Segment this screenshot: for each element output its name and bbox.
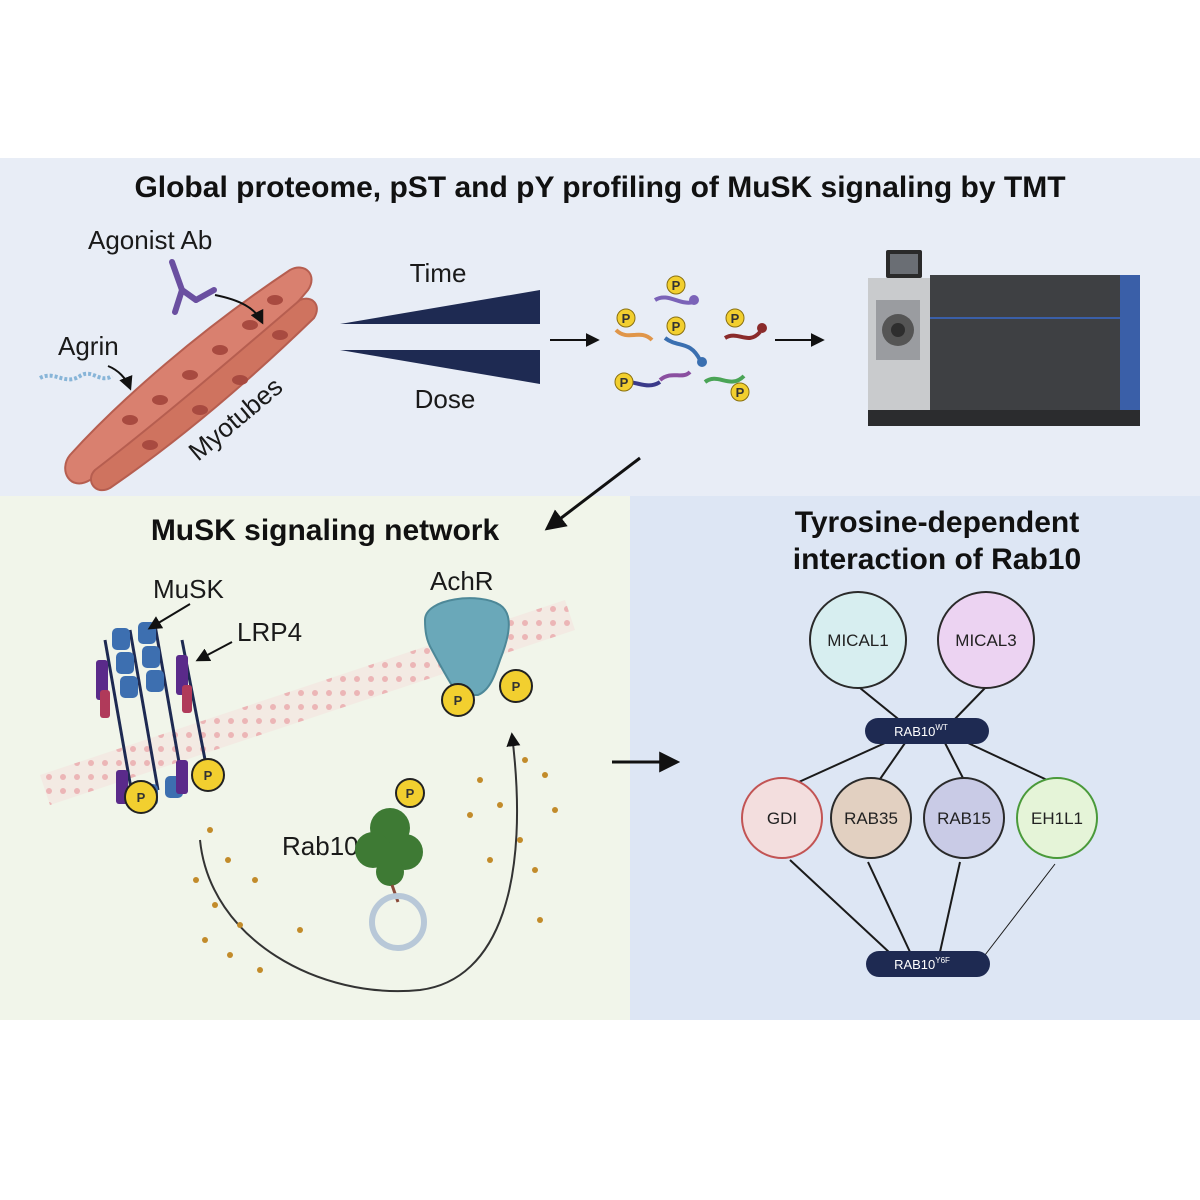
agrin-label: Agrin — [58, 331, 119, 361]
time-wedge — [340, 290, 540, 324]
agonist-ab-label: Agonist Ab — [88, 225, 212, 255]
right-panel-title-line1: Tyrosine-dependent — [795, 506, 1079, 539]
svg-text:RAB10WT: RAB10WT — [894, 723, 948, 739]
rab10-label: Rab10 — [282, 831, 359, 861]
lrp4-phospho-label: P — [204, 768, 213, 783]
agonist-antibody-icon — [169, 259, 217, 315]
svg-text:P: P — [672, 278, 681, 293]
svg-text:RAB15: RAB15 — [937, 809, 991, 828]
agrin-arrow — [107, 365, 133, 391]
agrin-icon — [39, 371, 114, 382]
myotubes-illustration — [64, 266, 318, 491]
node-mical3: MICAL3 — [937, 591, 1035, 689]
time-label: Time — [410, 258, 467, 288]
svg-text:P: P — [736, 385, 745, 400]
achr-phospho-group-icon — [441, 669, 533, 717]
lrp4-label: LRP4 — [237, 617, 302, 647]
right-panel-title-line2: interaction of Rab10 — [793, 543, 1081, 576]
rab10-phospho-group-icon — [395, 778, 425, 808]
phospho-group-icon — [614, 275, 767, 402]
top-panel-title: Global proteome, pST and pY profiling of… — [134, 171, 1065, 204]
svg-text:MICAL1: MICAL1 — [827, 631, 888, 650]
right-panel-background — [630, 496, 1200, 1020]
node-mical1: MICAL1 — [809, 591, 907, 689]
achr-icon — [423, 597, 510, 696]
svg-text:RAB35: RAB35 — [844, 809, 898, 828]
rab10-protein-icon — [355, 808, 423, 903]
lrp4-arrow — [195, 641, 233, 662]
svg-text:P: P — [622, 311, 631, 326]
mass-spectrometer-icon — [868, 250, 1140, 426]
svg-text:GDI: GDI — [767, 809, 797, 828]
svg-text:P: P — [731, 311, 740, 326]
node-rab35: RAB35 — [830, 777, 912, 859]
musk-arrow — [147, 603, 191, 630]
node-gdi: GDI — [741, 777, 823, 859]
vesicle-icon — [369, 893, 427, 951]
phospho-labels: P P P P P P — [620, 278, 745, 400]
musk-phospho-group-icon — [124, 758, 225, 814]
svg-text:P: P — [620, 375, 629, 390]
achr-phospho-label-1: P — [454, 693, 463, 708]
rab10-phospho-label: P — [406, 786, 415, 801]
musk-phospho-label: P — [137, 790, 146, 805]
node-rab15: RAB15 — [923, 777, 1005, 859]
dose-label: Dose — [415, 384, 476, 414]
arrow-to-network — [544, 456, 641, 531]
achr-label: AchR — [430, 566, 494, 596]
trafficking-arrow — [199, 732, 521, 993]
achr-phospho-label-2: P — [512, 679, 521, 694]
musk-label: MuSK — [153, 574, 224, 604]
svg-text:RAB10Y6F: RAB10Y6F — [894, 956, 950, 972]
interaction-edges — [789, 687, 1061, 956]
svg-text:EH1L1: EH1L1 — [1031, 809, 1083, 828]
dose-wedge — [340, 350, 540, 384]
agonist-arrow — [214, 294, 264, 325]
svg-text:P: P — [672, 319, 681, 334]
svg-text:MICAL3: MICAL3 — [955, 631, 1016, 650]
hub-rab10-wt: RAB10WT — [865, 718, 989, 744]
hub-rab10-y6f: RAB10Y6F — [866, 951, 990, 977]
left-panel-title: MuSK signaling network — [151, 514, 500, 547]
node-eh1l1: EH1L1 — [1016, 777, 1098, 859]
vesicle-dots — [193, 757, 558, 973]
phosphopeptides-illustration — [614, 295, 762, 388]
